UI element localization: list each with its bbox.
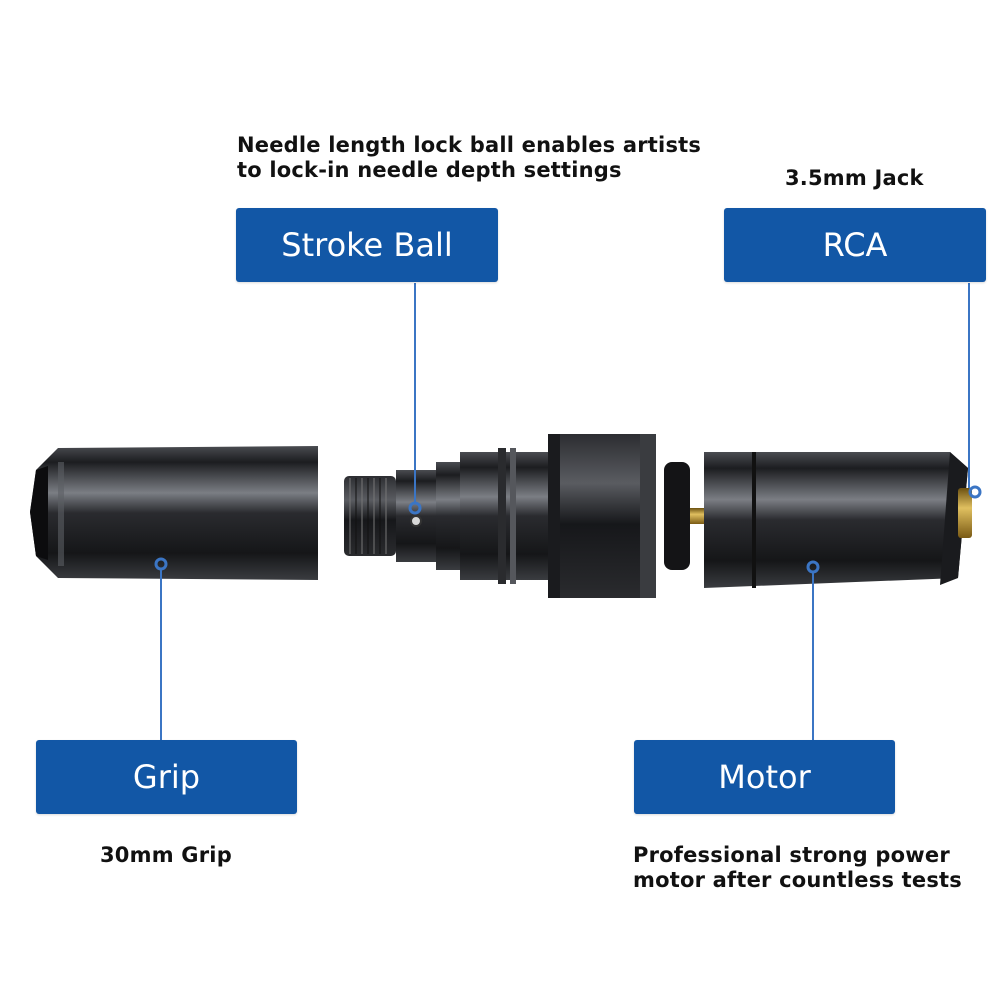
motor-marker xyxy=(806,560,820,574)
grip-marker xyxy=(154,557,168,571)
stroke-ball-caption-line1: Needle length lock ball enables artists xyxy=(237,133,702,157)
body-section xyxy=(436,434,656,598)
motor-caption: Professional strong power motor after co… xyxy=(633,843,962,893)
grip-part xyxy=(30,446,318,580)
connector-disc xyxy=(664,462,704,570)
stroke-ball-marker xyxy=(408,501,422,515)
stroke-ball-caption: Needle length lock ball enables artists … xyxy=(237,133,701,183)
motor-part xyxy=(704,452,972,588)
grip-caption: 30mm Grip xyxy=(100,843,232,867)
motor-caption-line1: Professional strong power xyxy=(633,843,950,867)
motor-caption-line2: motor after countless tests xyxy=(633,868,962,892)
motor-label: Motor xyxy=(634,740,895,814)
stroke-ball-label: Stroke Ball xyxy=(236,208,498,282)
stroke-ball xyxy=(410,515,422,527)
rca-marker xyxy=(968,485,982,499)
stroke-ball-caption-line2: to lock-in needle depth settings xyxy=(237,158,622,182)
rca-caption: 3.5mm Jack xyxy=(785,166,924,190)
rca-label: RCA xyxy=(724,208,986,282)
thread-section xyxy=(344,470,436,562)
grip-label: Grip xyxy=(36,740,297,814)
